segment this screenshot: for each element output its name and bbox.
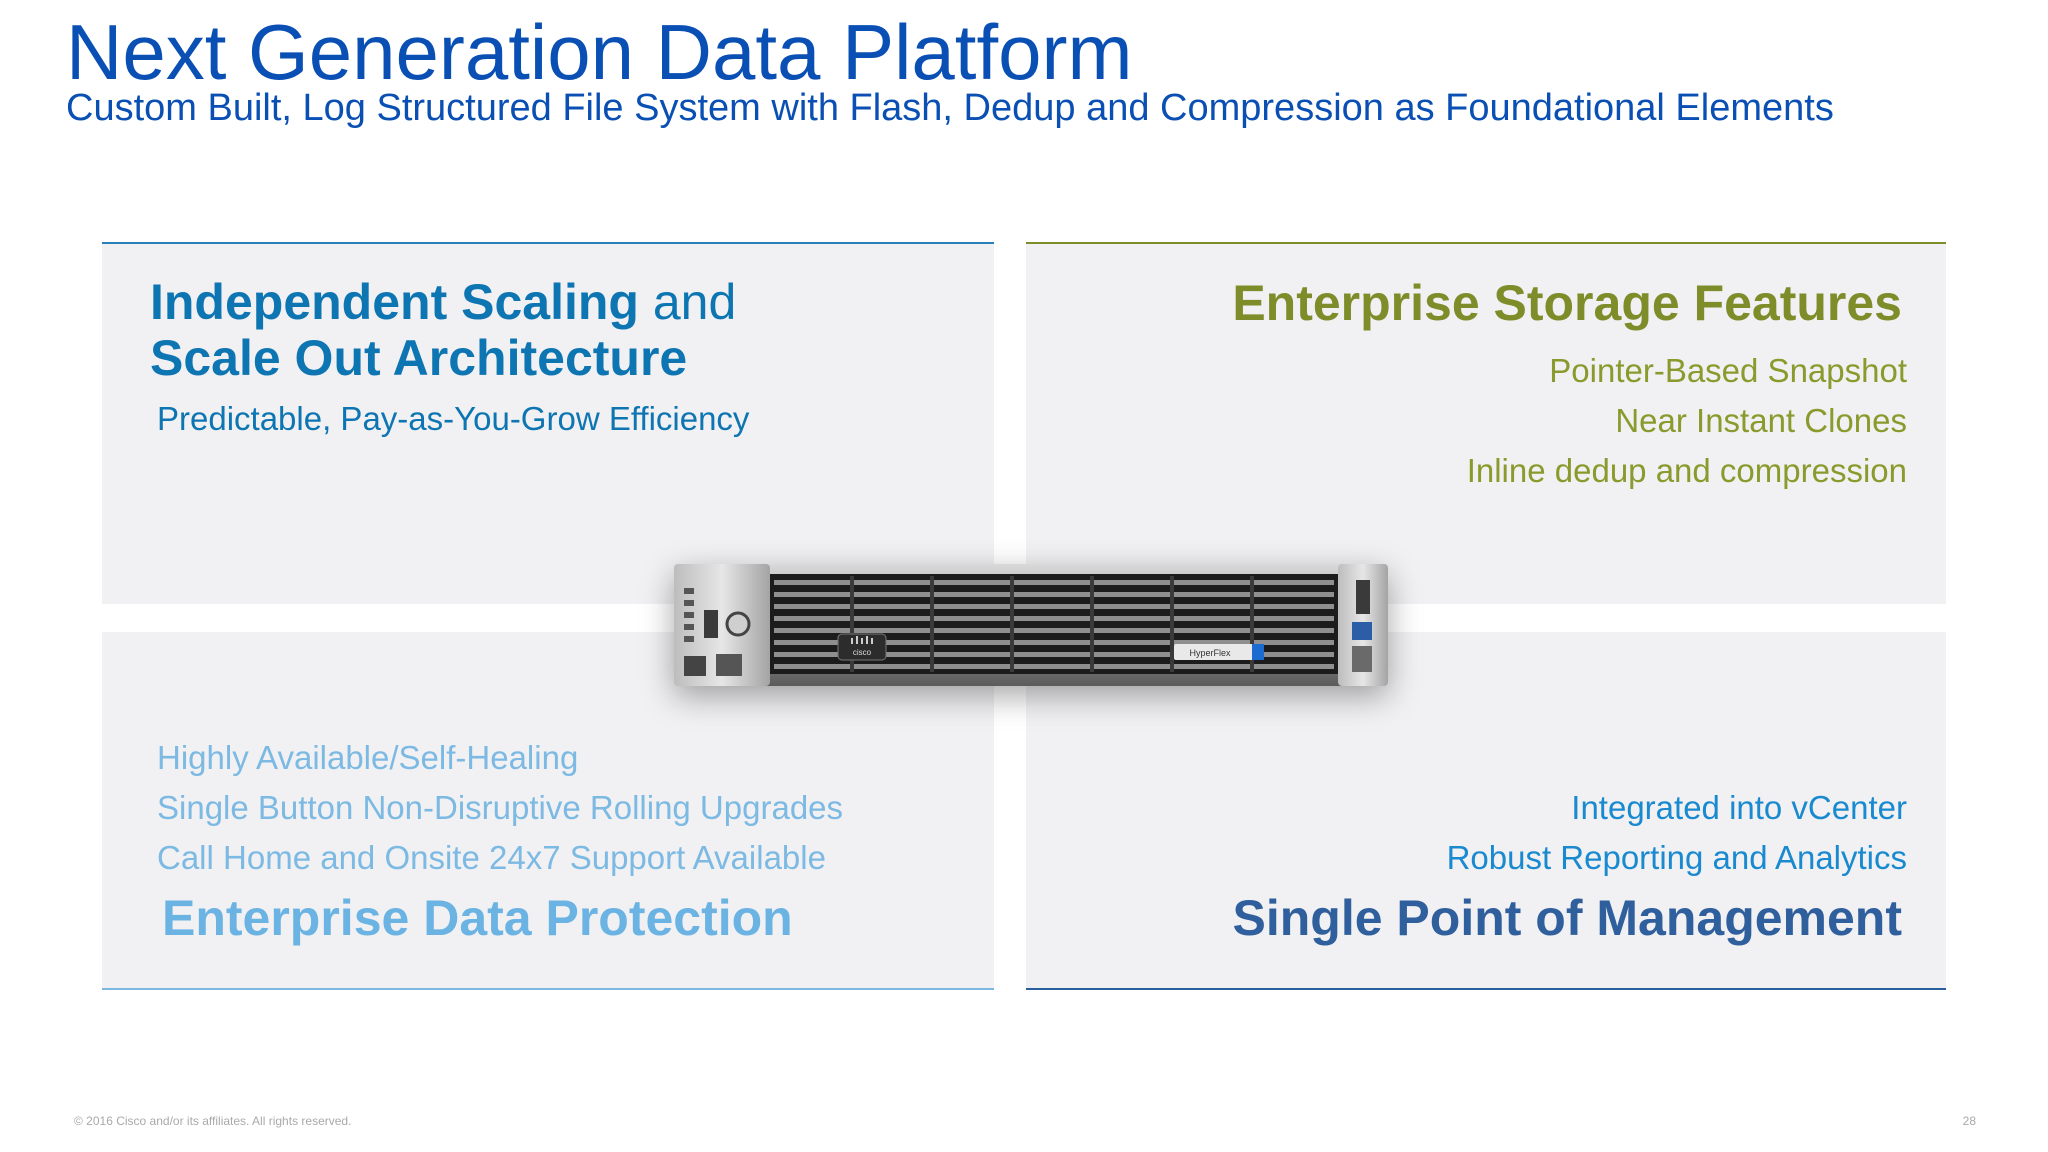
scaling-subtext: Predictable, Pay-as-You-Grow Efficiency [157,400,750,437]
panel-management [1026,632,1946,990]
data-protection-list: Highly Available/Self-Healing Single But… [157,733,843,883]
hyperflex-badge [1174,644,1264,660]
scaling-heading-bold: Independent Scaling [150,274,639,330]
storage-features-heading: Enterprise Storage Features [1232,275,1902,331]
scaling-heading-and: and [638,274,737,330]
panel-storage-features [1026,242,1946,604]
slide-subtitle: Custom Built, Log Structured File System… [66,87,1834,129]
list-item: Call Home and Onsite 24x7 Support Availa… [157,839,826,876]
list-item: Highly Available/Self-Healing [157,739,579,776]
data-protection-heading: Enterprise Data Protection [162,890,793,946]
list-item: Robust Reporting and Analytics [1446,839,1907,876]
cisco-logo-badge [837,633,887,661]
cisco-logo-text: cisco [853,648,872,657]
server-vent-grille [774,580,1334,669]
storage-features-list: Pointer-Based Snapshot Near Instant Clon… [1467,346,1907,496]
copyright-footer: © 2016 Cisco and/or its affiliates. All … [74,1114,352,1128]
scale-out-heading: Scale Out Architecture [150,330,688,386]
page-number: 28 [1962,1114,1976,1128]
management-list: Integrated into vCenter Robust Reporting… [1447,783,1907,883]
list-item: Integrated into vCenter [1571,789,1907,826]
list-item: Pointer-Based Snapshot [1549,352,1907,389]
list-item: Inline dedup and compression [1466,452,1907,489]
panel-scaling [102,242,994,604]
slide-title: Next Generation Data Platform [66,8,1133,96]
list-item: Single Button Non-Disruptive Rolling Upg… [157,789,844,826]
list-item: Near Instant Clones [1615,402,1907,439]
panel-data-protection [102,632,994,990]
scaling-heading: Independent Scaling and Scale Out Archit… [150,274,736,386]
management-heading: Single Point of Management [1232,890,1902,946]
hyperflex-server-image: cisco HyperFlex [674,564,1388,686]
lock-icon [725,611,751,637]
hyperflex-badge-text: HyperFlex [1189,648,1231,658]
